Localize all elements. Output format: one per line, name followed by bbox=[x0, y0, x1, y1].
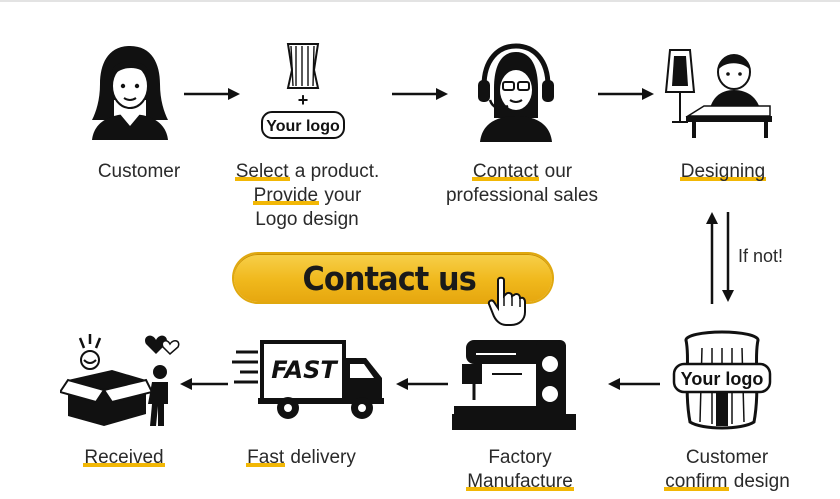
your-logo-badge: Your logo bbox=[266, 118, 340, 135]
factory-text: Factory bbox=[488, 447, 552, 468]
arrow-left-3 bbox=[180, 378, 228, 390]
arrow-up-down bbox=[706, 212, 734, 304]
plus-sign: + bbox=[298, 90, 309, 110]
fast-text: FAST bbox=[271, 356, 338, 384]
professional-sales-text: professional sales bbox=[445, 185, 599, 206]
product-logo-icon: + Your logo bbox=[261, 43, 345, 139]
fast-highlight: Fast bbox=[246, 447, 286, 468]
label-fast-delivery: Fast delivery bbox=[226, 446, 376, 470]
label-designing: Designing bbox=[658, 160, 788, 184]
received-highlight: Received bbox=[83, 447, 165, 468]
contact-us-label: Contact us bbox=[302, 258, 476, 298]
select-rest: a product. bbox=[289, 161, 380, 182]
manufacture-highlight: Manufacture bbox=[466, 471, 574, 492]
provide-rest: your bbox=[319, 185, 362, 206]
arrow-right-2 bbox=[392, 88, 448, 100]
select-highlight: Select bbox=[234, 161, 290, 182]
logo-design-text: Logo design bbox=[255, 209, 359, 230]
arrow-right-3 bbox=[598, 88, 654, 100]
provide-highlight: Provide bbox=[252, 185, 320, 206]
corset-logo-icon: Your logo bbox=[672, 330, 772, 430]
arrow-left-2 bbox=[396, 378, 448, 390]
confirm-customer-text: Customer bbox=[685, 447, 769, 468]
delivery-rest: delivery bbox=[285, 447, 356, 468]
label-select-product: Select a product. Provide your Logo desi… bbox=[222, 160, 392, 232]
customer-text: Customer bbox=[97, 161, 181, 182]
contact-rest: our bbox=[539, 161, 573, 182]
sales-headset-icon bbox=[478, 43, 554, 142]
label-factory: Factory Manufacture bbox=[450, 446, 590, 494]
confirm-rest: design bbox=[728, 471, 790, 492]
designer-icon bbox=[664, 49, 772, 138]
if-not-note: If not! bbox=[738, 246, 784, 266]
label-received: Received bbox=[64, 446, 184, 470]
arrow-left-1 bbox=[608, 378, 660, 390]
confirm-highlight: confirm bbox=[664, 471, 729, 492]
customer-icon bbox=[92, 46, 168, 140]
sewing-machine-icon bbox=[452, 340, 576, 430]
contact-highlight: Contact bbox=[471, 161, 540, 182]
corset-logo-badge: Your logo bbox=[681, 369, 764, 389]
delivery-truck-icon: FAST bbox=[232, 340, 384, 419]
pointing-hand-icon bbox=[487, 276, 526, 326]
top-divider bbox=[0, 0, 840, 2]
label-customer: Customer bbox=[74, 160, 204, 184]
received-box-icon bbox=[60, 334, 180, 426]
arrow-right-1 bbox=[184, 88, 240, 100]
designing-highlight: Designing bbox=[679, 161, 767, 182]
label-customer-confirm: Customer confirm design bbox=[656, 446, 798, 494]
label-contact-sales: Contact our professional sales bbox=[432, 160, 612, 208]
